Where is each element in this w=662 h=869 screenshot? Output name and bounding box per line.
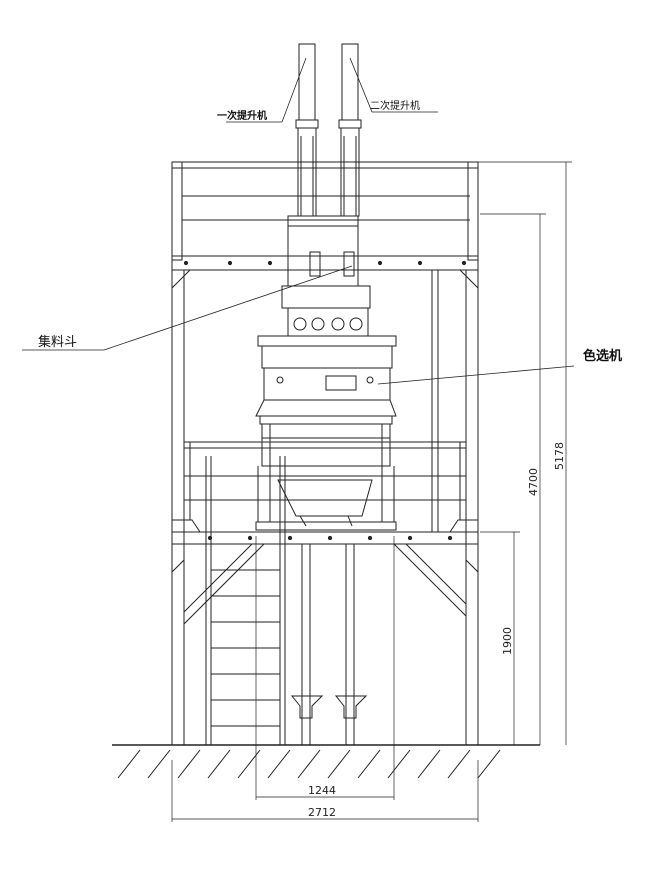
top-guardrail: [171, 161, 479, 261]
platform-beam: [171, 519, 479, 573]
dimension-inner-width: 1244: [308, 784, 336, 797]
leader-lines: [22, 57, 575, 385]
ground-line: [112, 744, 540, 779]
dimension-lines: [171, 161, 572, 822]
ladder: [205, 456, 286, 745]
discharge-pipes: [290, 544, 368, 745]
middle-guardrail: [184, 441, 466, 520]
dimension-total-height: 5178: [553, 442, 566, 470]
control-screen: [325, 375, 357, 391]
secondary-elevator-label: 二次提升机: [370, 99, 420, 112]
secondary-elevator: [338, 43, 362, 217]
color-sorter: [255, 335, 397, 531]
diagonal-braces: [183, 543, 467, 625]
dimension-total-width: 2712: [308, 806, 336, 819]
primary-elevator: [295, 43, 319, 217]
color-sorter-label: 色选机: [583, 348, 622, 364]
collecting-hopper-label: 集料斗: [38, 334, 77, 350]
collecting-hopper: [281, 215, 371, 337]
dimension-machine-height: 4700: [527, 468, 540, 496]
dimension-platform-height: 1900: [501, 627, 514, 655]
primary-elevator-label: 一次提升机: [217, 109, 267, 122]
